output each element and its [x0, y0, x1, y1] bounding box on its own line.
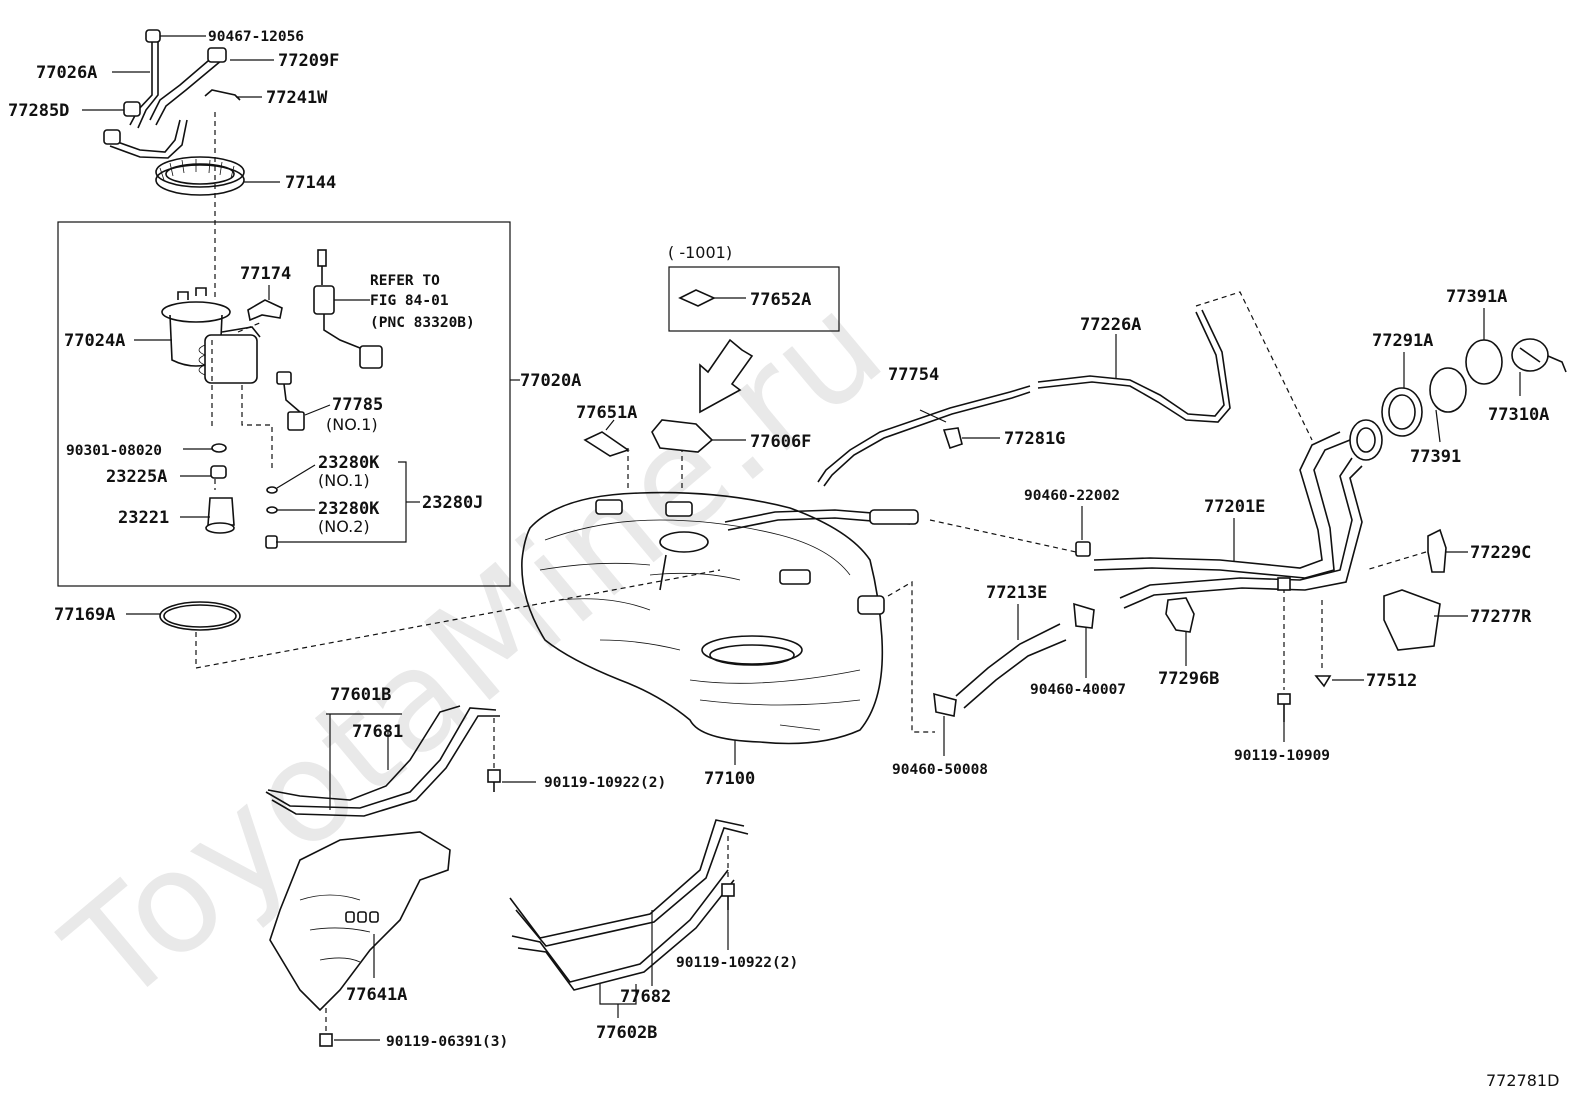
- label-23280K-2: 23280K: [318, 499, 380, 519]
- fuel-cap-77310A: [1511, 338, 1567, 373]
- label-77785-sub: (NO.1): [326, 415, 378, 434]
- label-77512: 77512: [1366, 671, 1417, 691]
- label-77277R: 77277R: [1470, 607, 1532, 627]
- bolt-90119-10922-a: [487, 769, 501, 792]
- valve-23280J: [265, 535, 278, 549]
- bolt-90119-06391: [319, 1033, 333, 1047]
- clip-77174: [247, 299, 283, 322]
- label-77682: 77682: [620, 987, 671, 1007]
- cover-77277R: [1383, 589, 1441, 651]
- filler-seal-77291A: [1381, 387, 1423, 437]
- label-77241W: 77241W: [266, 88, 328, 108]
- label-90119-10922-a: 90119-10922(2): [544, 775, 666, 791]
- refer-note-line3: (PNC 83320B): [370, 315, 475, 331]
- protector-77641A: [269, 831, 451, 1012]
- spacer-23225A: [210, 465, 227, 479]
- o-ring-23280K-1: [266, 486, 278, 494]
- retainer-ring: [155, 156, 245, 196]
- strap-77602B: [509, 819, 749, 991]
- label-90460-22002: 90460-22002: [1024, 488, 1120, 504]
- label-77229C: 77229C: [1470, 543, 1531, 563]
- label-77296B: 77296B: [1158, 669, 1219, 689]
- label-77391A: 77391A: [1446, 287, 1507, 307]
- arrow-icon: [699, 338, 754, 414]
- label-77651A: 77651A: [576, 403, 637, 423]
- group-label-77020A: 77020A: [520, 371, 581, 391]
- label-77602B: 77602B: [596, 1023, 657, 1043]
- label-77285D: 77285D: [8, 101, 69, 121]
- fuel-pump-group-box: [57, 221, 511, 587]
- hose-77213E: [955, 623, 1067, 709]
- vent-tube-77754: [817, 385, 1031, 487]
- gasket-77651A: [583, 431, 630, 457]
- o-ring-90301: [211, 443, 227, 453]
- inset-label-77652A: 77652A: [750, 290, 811, 310]
- clip-77229C: [1427, 528, 1447, 573]
- label-77754: 77754: [888, 365, 939, 385]
- label-23280J: 23280J: [422, 493, 483, 513]
- label-23225A: 23225A: [106, 467, 167, 487]
- label-90467-12056: 90467-12056: [208, 29, 304, 45]
- label-23280K-2-sub: (NO.2): [318, 517, 370, 536]
- label-90119-10922-b: 90119-10922(2): [676, 955, 798, 971]
- filter-23221: [205, 497, 235, 534]
- label-23221: 23221: [118, 508, 169, 528]
- wire-connector: [313, 249, 383, 369]
- label-77100: 77100: [704, 769, 755, 789]
- watermark: ToyotaMine.ru: [36, 263, 914, 1036]
- gasket-77169A: [159, 601, 241, 631]
- screw-77512: [1314, 675, 1332, 688]
- ring-77391A: [1465, 339, 1503, 385]
- refer-note-line1: REFER TO: [370, 273, 440, 289]
- filler-pipe-77201E: [1075, 419, 1383, 609]
- label-90119-06391: 90119-06391(3): [386, 1034, 508, 1050]
- label-77291A: 77291A: [1372, 331, 1433, 351]
- clip-77296B: [1165, 597, 1195, 633]
- label-77606F: 77606F: [750, 432, 811, 452]
- label-77681: 77681: [352, 722, 403, 742]
- label-77144: 77144: [285, 173, 336, 193]
- inset-gasket-icon: [678, 289, 716, 307]
- label-90460-40007: 90460-40007: [1030, 682, 1126, 698]
- o-ring-23280K-2: [266, 506, 278, 514]
- bolt-90119-10909: [1277, 693, 1291, 722]
- label-90301-08020: 90301-08020: [66, 443, 162, 459]
- inset-box: [668, 266, 840, 332]
- label-23280K-1: 23280K: [318, 453, 380, 473]
- label-77310A: 77310A: [1488, 405, 1549, 425]
- inset-caption: ( -1001): [668, 243, 732, 262]
- label-77601B: 77601B: [330, 685, 391, 705]
- label-77226A: 77226A: [1080, 315, 1141, 335]
- label-90460-50008: 90460-50008: [892, 762, 988, 778]
- label-23280K-1-sub: (NO.1): [318, 471, 370, 490]
- diagram-code: 772781D: [1486, 1071, 1559, 1090]
- label-77169A: 77169A: [54, 605, 115, 625]
- label-77641A: 77641A: [346, 985, 407, 1005]
- vent-tube-77226A: [1037, 309, 1231, 423]
- label-77174: 77174: [240, 264, 291, 284]
- bolt-90119-10922-b: [721, 883, 735, 910]
- label-77391: 77391: [1410, 447, 1461, 467]
- clamp-90460-50008: [933, 692, 957, 717]
- label-77213E: 77213E: [986, 583, 1047, 603]
- clamp-90460-40007: [1073, 602, 1095, 629]
- ring-77391: [1429, 367, 1467, 413]
- strap-77601B: [265, 705, 500, 817]
- label-77201E: 77201E: [1204, 497, 1265, 517]
- label-77281G: 77281G: [1004, 429, 1065, 449]
- label-77209F: 77209F: [278, 51, 339, 71]
- wire-harness-77785: [276, 371, 305, 431]
- label-77024A: 77024A: [64, 331, 125, 351]
- clip-77281G: [942, 427, 963, 450]
- fuel-tank: [521, 491, 919, 745]
- label-77026A: 77026A: [36, 63, 97, 83]
- refer-note-line2: FIG 84-01: [370, 293, 449, 309]
- label-77785: 77785: [332, 395, 383, 415]
- label-90119-10909: 90119-10909: [1234, 748, 1330, 764]
- fuel-pump-module: [161, 287, 261, 384]
- fuel-line-assembly: [103, 29, 241, 159]
